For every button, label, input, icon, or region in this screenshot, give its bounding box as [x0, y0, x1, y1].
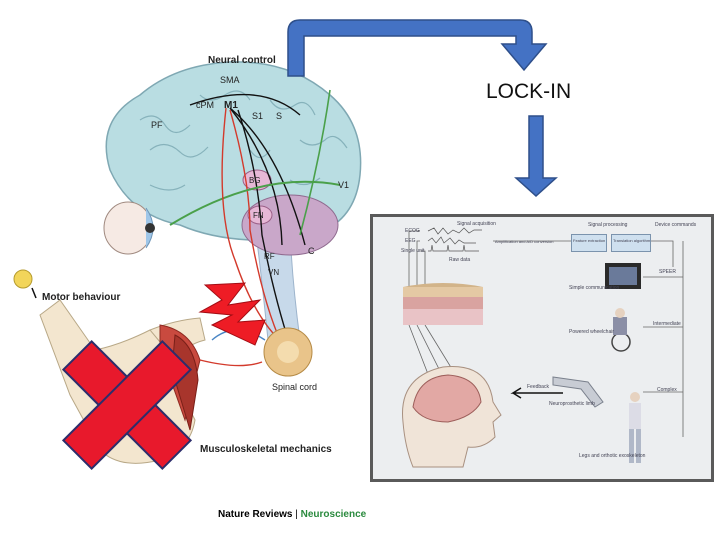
- robotic-arm: [552, 376, 604, 408]
- label-c: C: [308, 246, 315, 256]
- label-signal-acquisition: Signal acquisition: [457, 221, 496, 227]
- down-arrow: [514, 115, 558, 198]
- monitor: [605, 263, 641, 289]
- label-intermediate: Intermediate: [653, 321, 681, 327]
- elbow-arrow: [287, 19, 548, 77]
- label-legs: Legs and orthotic exoskeleton: [579, 453, 646, 459]
- credit-main: Nature Reviews: [218, 509, 293, 520]
- journal-credit: Nature Reviews | Neuroscience: [218, 509, 366, 520]
- label-motor-behaviour: Motor behaviour: [42, 292, 121, 303]
- target-dot: [13, 269, 33, 289]
- label-vn: VN: [268, 268, 280, 277]
- standing-figure: [629, 392, 641, 463]
- label-raw-data: Raw data: [449, 257, 471, 263]
- label-s1: S1: [252, 111, 264, 121]
- wheelchair: [611, 308, 631, 352]
- cortex-slice: [403, 283, 483, 325]
- label-translation: Translation algorithm: [613, 238, 651, 243]
- raw-signal-traces: [427, 227, 482, 252]
- label-simple-communication: Simple communication: [569, 285, 620, 291]
- bci-system-drawing: [402, 227, 684, 468]
- patient-head: [402, 365, 502, 468]
- label-digitizer: Amplification and A/D conversion: [495, 239, 554, 244]
- label-m1: M1: [224, 100, 238, 111]
- lock-in-label: LOCK-IN: [486, 80, 572, 103]
- eye: [103, 201, 155, 255]
- motor-arrow: [31, 287, 37, 299]
- label-powered-wheelchair: Powered wheelchair: [569, 329, 615, 335]
- label-device-commands: Device commands: [655, 222, 697, 228]
- label-eeg: EEG: [405, 238, 416, 244]
- credit-separator: |: [292, 509, 301, 520]
- label-ecog: ECOG: [405, 228, 420, 234]
- label-spinal-cord: Spinal cord: [272, 382, 318, 392]
- label-fn: FN: [253, 211, 264, 220]
- label-feature-extraction: Feature extraction: [573, 238, 606, 243]
- feature-extraction-box: [571, 234, 607, 252]
- label-single-unit: Single unit: [401, 248, 425, 254]
- label-pf: PF: [151, 120, 163, 130]
- label-robotic-arm: Neuroprosthetic limb: [549, 401, 595, 407]
- label-s: S: [276, 111, 283, 121]
- lightning-bolt: [198, 282, 266, 346]
- label-neural-control: Neural control: [208, 55, 276, 66]
- label-complex: Complex: [657, 387, 677, 393]
- credit-sub: Neuroscience: [300, 509, 367, 520]
- label-signal-processing: Signal processing: [588, 222, 628, 228]
- translation-algorithm-box: [611, 234, 651, 252]
- neural-pathways: [169, 89, 341, 346]
- neural-control-diagram: [13, 61, 362, 471]
- red-x-mark: [61, 339, 193, 471]
- label-v1: V1: [338, 180, 350, 190]
- label-speller: SPEER: [659, 269, 676, 275]
- label-rf: RF: [264, 252, 275, 261]
- bci-system-figure: ECOG EEG Single unit Raw data Signal acq…: [370, 214, 714, 482]
- label-bg: BG: [249, 176, 261, 185]
- label-musculoskeletal: Musculoskeletal mechanics: [200, 444, 332, 455]
- label-sma: SMA: [220, 75, 240, 85]
- feedback-arrow: [510, 387, 563, 399]
- brain-gyri: [139, 90, 348, 191]
- label-feedback: Feedback: [527, 384, 549, 390]
- label-pm: cPM: [196, 100, 214, 110]
- feedback-arc-red: [199, 359, 263, 367]
